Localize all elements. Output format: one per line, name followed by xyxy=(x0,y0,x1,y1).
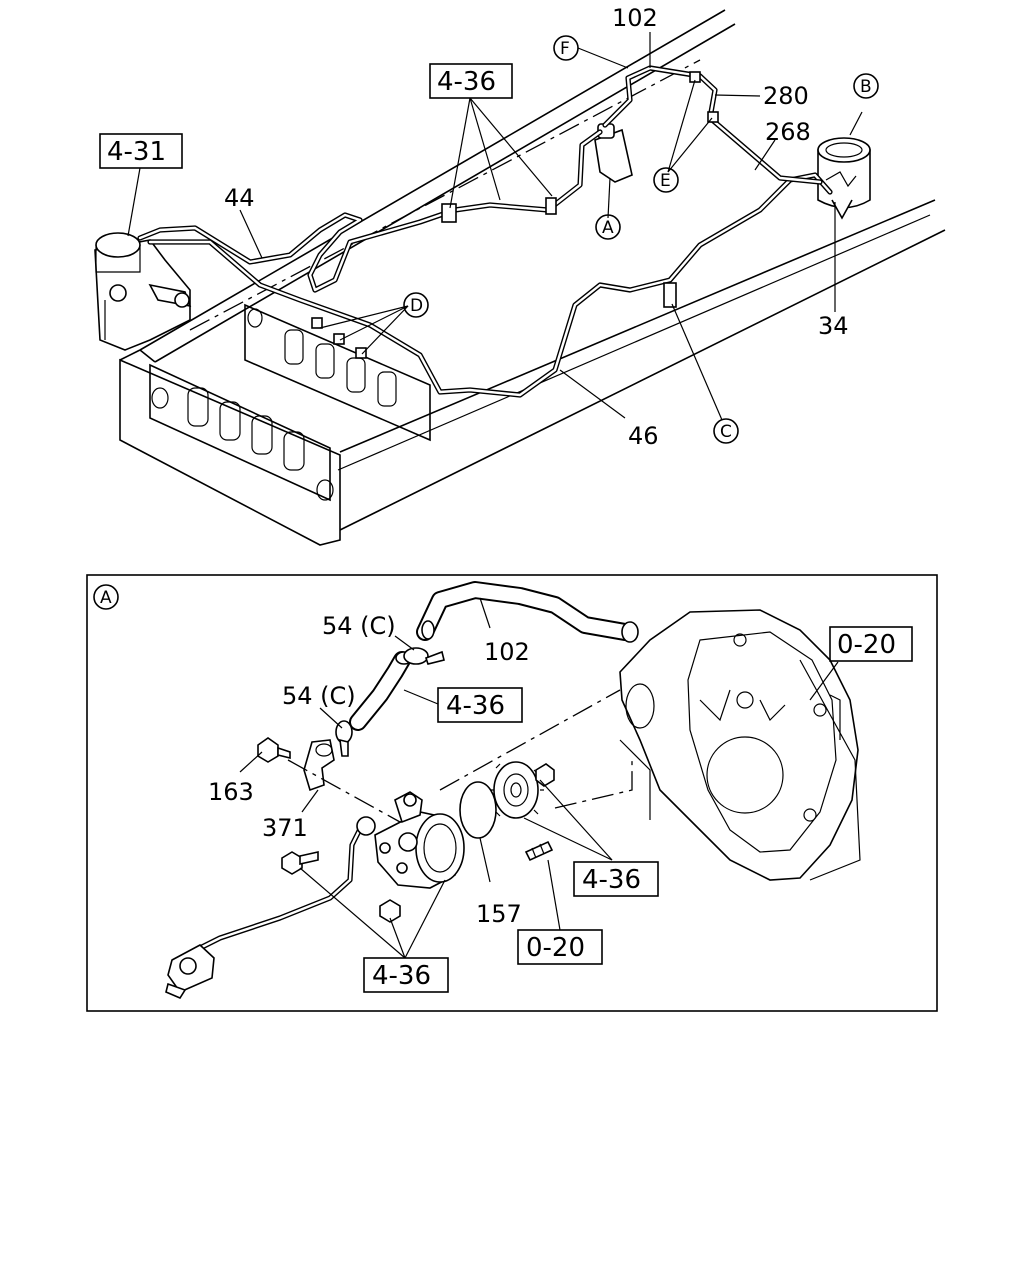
ref-box-0-20-stud: 0-20 xyxy=(517,929,603,965)
gear-nut xyxy=(535,763,555,787)
reservoir-tank xyxy=(817,137,871,220)
slave-cylinder xyxy=(594,123,633,183)
part-number-102-detail: 102 xyxy=(484,638,530,666)
part-number-371: 371 xyxy=(262,814,308,842)
callout-b-label: B xyxy=(860,77,872,97)
callout-c: C xyxy=(713,418,739,444)
chassis-frame xyxy=(119,9,946,546)
callout-a-top-label: A xyxy=(602,218,614,238)
detail-labels: 54 (C) 102 54 (C) 163 371 157 xyxy=(208,612,530,928)
part-number-102-top: 102 xyxy=(612,4,658,32)
ref-box-4-36-hose: 4-36 xyxy=(437,687,523,723)
pump-mount-bolt xyxy=(281,851,319,875)
ref-box-0-20-stud-label: 0-20 xyxy=(526,933,585,963)
detail-a-frame: A xyxy=(86,574,938,1012)
ref-box-4-36-gear: 4-36 xyxy=(573,861,659,897)
pipe-102 xyxy=(602,65,823,185)
callout-f-label: F xyxy=(560,39,570,59)
hose-lower xyxy=(349,651,413,731)
part-number-46: 46 xyxy=(628,422,659,450)
leader-lines-detail xyxy=(239,597,839,959)
part-number-163: 163 xyxy=(208,778,254,806)
ref-box-4-31-label: 4-31 xyxy=(107,137,166,167)
ref-box-4-36-top: 4-36 xyxy=(429,63,513,99)
pipe-connector xyxy=(165,944,215,1000)
centerlines-detail xyxy=(287,689,633,823)
flywheel-housing xyxy=(619,609,861,881)
part-number-157: 157 xyxy=(476,900,522,928)
hose-clamp-upper xyxy=(403,647,445,665)
bolt-163 xyxy=(257,737,291,763)
callout-a-top: A xyxy=(595,214,621,240)
pump-body xyxy=(374,791,465,889)
callout-b: B xyxy=(853,73,879,99)
ref-box-0-20-housing: 0-20 xyxy=(829,626,913,662)
callout-e-label: E xyxy=(660,171,671,191)
part-number-54c-upper: 54 (C) xyxy=(322,612,396,640)
stud-bolt xyxy=(524,840,554,862)
part-number-34: 34 xyxy=(818,312,849,340)
detail-a-callout: A xyxy=(100,588,112,608)
hose-clamp-lower xyxy=(335,720,353,757)
callout-d: D xyxy=(403,292,429,318)
pump-feed-pipe xyxy=(197,816,376,951)
ref-box-0-20-housing-label: 0-20 xyxy=(837,630,896,660)
hose-102 xyxy=(416,581,639,643)
pipe-44 xyxy=(137,129,603,293)
pipe-46 xyxy=(147,172,833,398)
part-number-280: 280 xyxy=(763,82,809,110)
ref-box-4-36-hose-label: 4-36 xyxy=(446,691,505,721)
callout-c-label: C xyxy=(720,422,732,442)
o-ring-157 xyxy=(459,781,497,839)
ref-box-4-36-gear-label: 4-36 xyxy=(582,865,641,895)
leader-lines-top xyxy=(127,32,863,421)
callout-f: F xyxy=(553,35,579,61)
clutch-master-cylinder xyxy=(94,232,192,351)
callout-d-label: D xyxy=(410,296,423,316)
ref-box-4-36-top-label: 4-36 xyxy=(437,67,496,97)
pipe-clips xyxy=(311,71,719,359)
ref-box-4-36-pump-label: 4-36 xyxy=(372,961,431,991)
part-number-44: 44 xyxy=(224,184,255,212)
part-number-54c-lower: 54 (C) xyxy=(282,682,356,710)
part-number-268: 268 xyxy=(765,118,811,146)
ref-box-4-31: 4-31 xyxy=(99,133,183,169)
ref-box-4-36-pump: 4-36 xyxy=(363,957,449,993)
callout-e: E xyxy=(653,167,679,193)
top-labels: 102 280 268 44 34 46 xyxy=(224,4,849,450)
pump-mount-nut xyxy=(379,899,401,923)
elbow-fitting-371 xyxy=(303,739,335,792)
